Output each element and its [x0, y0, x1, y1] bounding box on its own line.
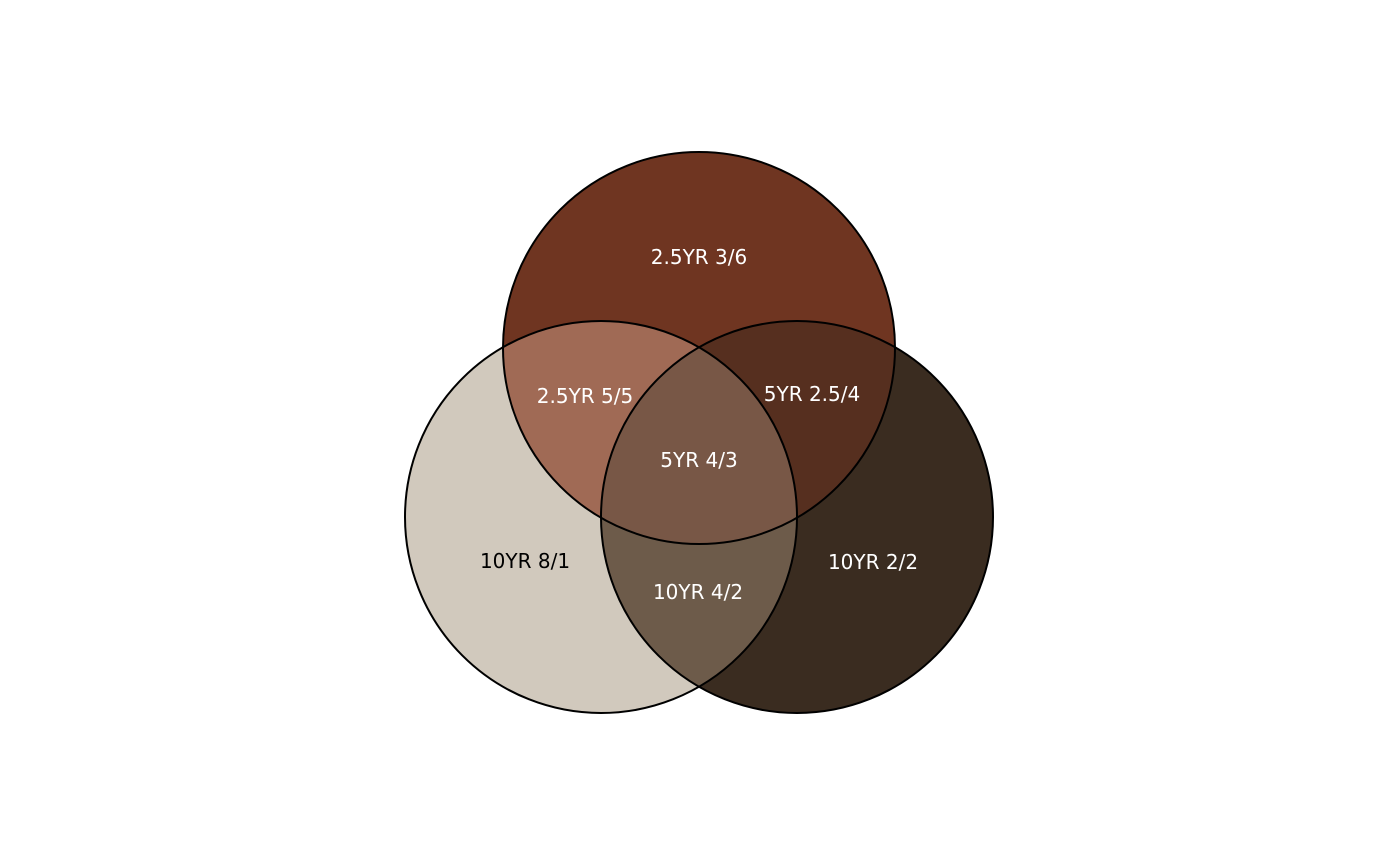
label-left-only: 10YR 8/1 — [480, 549, 570, 573]
label-top-only: 2.5YR 3/6 — [651, 245, 747, 269]
circle-left-outline — [404, 320, 798, 714]
label-right-only: 10YR 2/2 — [828, 550, 918, 574]
label-center: 5YR 4/3 — [660, 448, 737, 472]
label-top-right: 5YR 2.5/4 — [764, 382, 860, 406]
circle-right-outline — [600, 320, 994, 714]
label-top-left: 2.5YR 5/5 — [537, 384, 633, 408]
label-left-right: 10YR 4/2 — [653, 580, 743, 604]
